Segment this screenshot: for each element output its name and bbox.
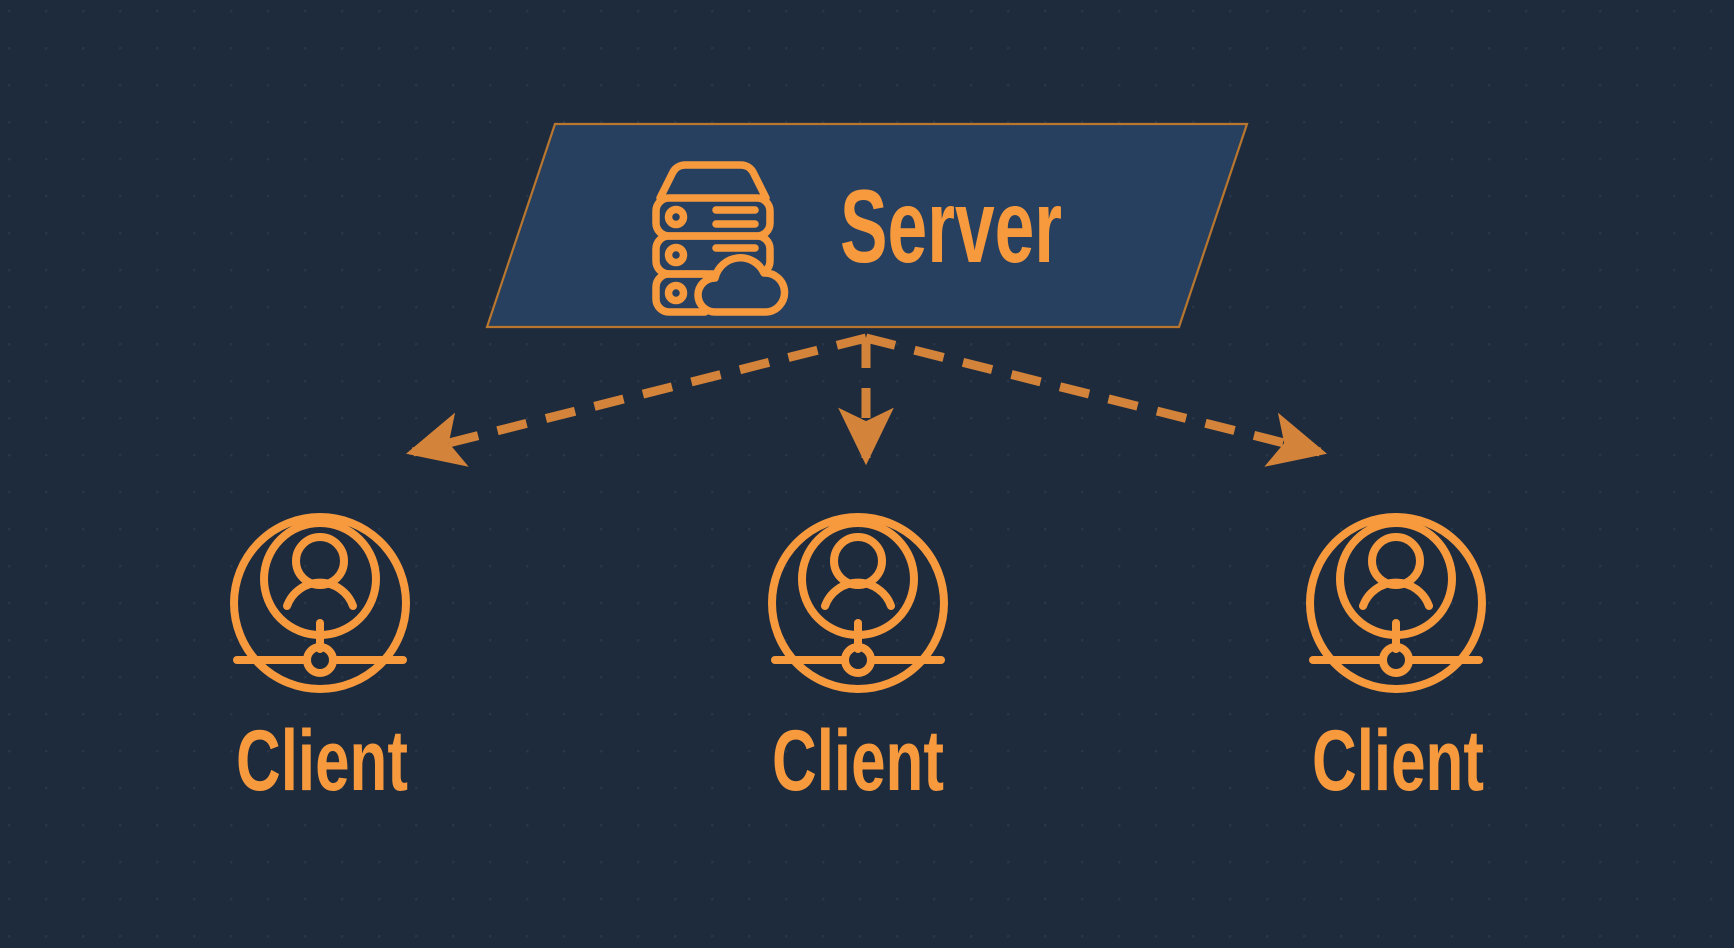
client-node-right[interactable]: Client <box>1306 513 1486 809</box>
server-node[interactable]: Server <box>485 122 1249 329</box>
connection-lines <box>406 333 1327 467</box>
client-node-center[interactable]: Client <box>768 513 948 809</box>
client-label-center: Client <box>772 713 944 809</box>
user-node-circle-icon <box>230 513 410 693</box>
client-node-left[interactable]: Client <box>230 513 410 809</box>
server-to-client-left-arrow[interactable] <box>406 333 868 467</box>
user-node-circle-icon <box>768 513 948 693</box>
user-node-circle-icon <box>1306 513 1486 693</box>
client-label-right: Client <box>1312 713 1484 809</box>
server-rack-cloud-icon <box>652 161 789 316</box>
server-label: Server <box>840 169 1062 285</box>
server-to-client-right-arrow[interactable] <box>864 333 1327 467</box>
client-label-left: Client <box>236 713 408 809</box>
